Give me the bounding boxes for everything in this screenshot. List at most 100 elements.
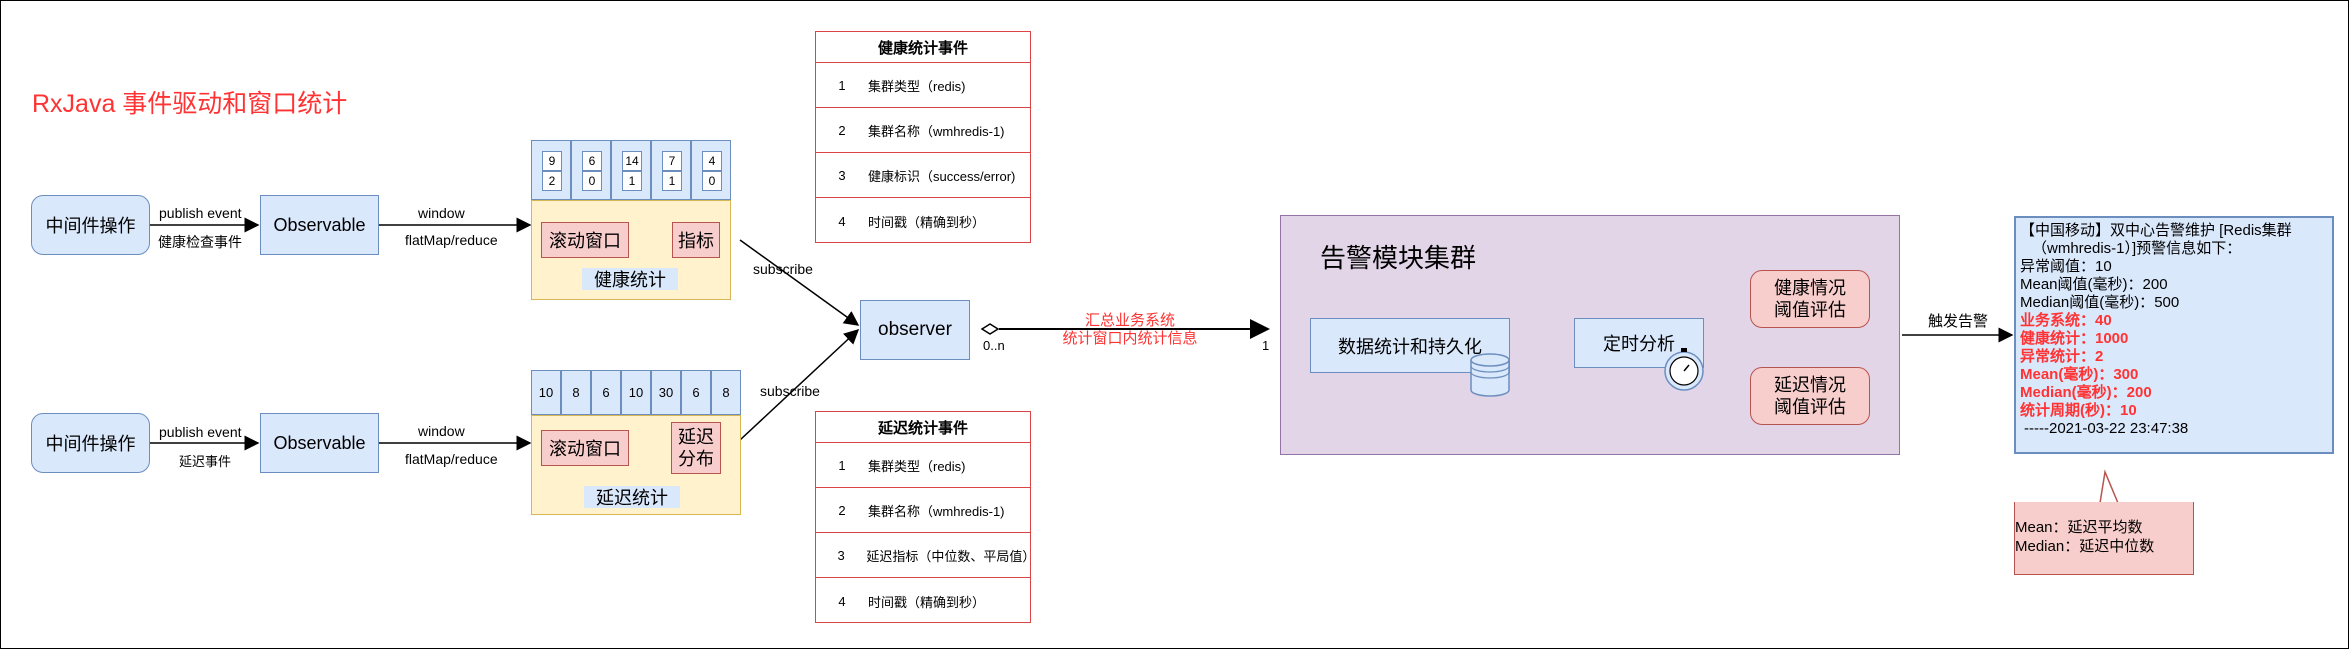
table-header: 健康统计事件: [877, 39, 968, 57]
row-desc: 时间戳（精确到秒）: [868, 214, 986, 230]
middleware-op-bottom: 中间件操作: [31, 413, 150, 473]
cell-value: 4: [702, 151, 722, 171]
alert-line: （wmhredis-1）]预警信息如下：: [2032, 240, 2242, 257]
row-index: 3: [837, 548, 845, 563]
table-row: 3 延迟指标（中位数、平局值）: [816, 532, 1036, 578]
row-desc: 集群名称（wmhredis-1): [868, 504, 1005, 519]
cluster-title: 告警模块集群: [1320, 243, 1477, 273]
alert-highlight: 业务系统：40: [2020, 312, 2112, 329]
alert-highlight: Mean(毫秒)：300: [2020, 366, 2139, 383]
row-index: 2: [838, 123, 846, 138]
edge-bot-observer: [739, 328, 860, 441]
note-line: Mean：延迟平均数: [2015, 519, 2143, 536]
cell-value: 1: [662, 171, 682, 191]
window-label-top: window: [418, 205, 465, 221]
diagram-title: RxJava 事件驱动和窗口统计: [32, 90, 348, 118]
row-desc: 集群类型（redis): [868, 459, 966, 474]
alert-highlight: 统计周期(秒)：10: [2020, 402, 2137, 419]
edge-top-observer: [739, 239, 860, 326]
legend-note: Mean：延迟平均数 Median：延迟中位数: [2014, 502, 2194, 575]
health-threshold-eval: 健康情况 阈值评估: [1750, 270, 1870, 328]
table-header: 延迟统计事件: [877, 419, 968, 437]
window-cell: 8: [561, 370, 591, 415]
window-label-bottom: window: [418, 423, 465, 439]
cell-value: 6: [582, 151, 602, 171]
multiplicity-left: 0..n: [983, 338, 1005, 353]
row-desc: 时间戳（精确到秒）: [868, 594, 986, 610]
cell-value: 14: [622, 151, 642, 171]
window-cell: 14 1: [611, 140, 651, 200]
alert-footer: -----2021-03-22 23:47:38: [2024, 420, 2189, 437]
window-cell: 6: [591, 370, 621, 415]
note-line: Median：延迟中位数: [2015, 538, 2155, 555]
row-desc: 集群类型（redis): [868, 79, 966, 94]
cell-value: 1: [622, 171, 642, 191]
multiplicity-right: 1: [1262, 338, 1270, 353]
window-cell: 7 1: [651, 140, 691, 200]
row-desc: 延迟指标（中位数、平局值）: [866, 549, 1036, 564]
alert-line: 【中国移动】双中心告警维护 [Redis集群: [2020, 222, 2292, 239]
cell-value: 7: [662, 151, 682, 171]
rolling-window-bottom: 滚动窗口: [541, 430, 629, 466]
eval-line: 延迟情况: [1774, 375, 1846, 395]
publish-label-bottom: publish event: [159, 424, 242, 440]
window-cell: 6: [681, 370, 711, 415]
table-row: 3 健康标识（success/error): [816, 152, 1030, 198]
middleware-op-top: 中间件操作: [31, 195, 150, 255]
window-cell: 30: [651, 370, 681, 415]
flatmap-label-top: flatMap/reduce: [405, 232, 498, 248]
row-index: 2: [838, 503, 846, 518]
observer-box: observer: [860, 300, 970, 360]
window-cell: 10: [531, 370, 561, 415]
table-row: 2 集群名称（wmhredis-1): [816, 487, 1030, 533]
flatmap-label-bottom: flatMap/reduce: [405, 451, 498, 467]
eval-line: 健康情况: [1774, 278, 1846, 298]
latency-stats-caption: 延迟统计: [584, 486, 680, 508]
stopwatch-icon: [1664, 348, 1704, 391]
trigger-alert-label: 触发告警: [1928, 313, 1989, 330]
subscribe-label-bottom: subscribe: [760, 383, 820, 399]
window-cell: 8: [711, 370, 741, 415]
publish-label-top: publish event: [159, 205, 242, 221]
alert-highlight: 异常统计：2: [2020, 348, 2104, 365]
cell-value: 2: [542, 171, 562, 191]
cell-value: 0: [582, 171, 602, 191]
table-row: 1 集群类型（redis): [816, 62, 1030, 108]
aggregation-diamond: [980, 323, 1000, 335]
window-cell: 6 0: [571, 140, 611, 200]
metric-line: 延迟: [678, 427, 714, 447]
metric-box-top: 指标: [672, 222, 720, 258]
association-line: 汇总业务系统: [1084, 312, 1175, 329]
alert-highlight: 健康统计：1000: [2020, 330, 2129, 347]
health-event-table: 健康统计事件 1 集群类型（redis) 2 集群名称（wmhredis-1) …: [815, 31, 1031, 243]
metric-line: 分布: [678, 449, 714, 469]
row-index: 3: [838, 168, 846, 183]
latency-threshold-eval: 延迟情况 阈值评估: [1750, 367, 1870, 425]
association-line: 统计窗口内统计信息: [1062, 330, 1198, 347]
cell-value: 0: [702, 171, 722, 191]
rolling-window-top: 滚动窗口: [541, 222, 629, 258]
association-label: 汇总业务系统 统计窗口内统计信息: [1050, 312, 1210, 348]
window-cell: 9 2: [531, 140, 571, 200]
window-cells-bottom: 10 8 6 10 30 6 8: [531, 370, 741, 415]
observable-bottom: Observable: [260, 413, 379, 473]
latency-event-table: 延迟统计事件 1 集群类型（redis) 2 集群名称（wmhredis-1) …: [815, 411, 1036, 623]
table-row: 4 时间戳（精确到秒）: [816, 197, 1030, 244]
eval-line: 阈值评估: [1774, 300, 1846, 320]
database-icon: [1470, 353, 1510, 397]
eval-line: 阈值评估: [1774, 397, 1846, 417]
observable-top: Observable: [260, 195, 379, 255]
alert-line: Mean阈值(毫秒)：200: [2020, 276, 2168, 293]
row-index: 1: [838, 78, 846, 93]
table-row: 2 集群名称（wmhredis-1): [816, 107, 1030, 153]
health-event-label: 健康检查事件: [158, 234, 242, 250]
cell-value: 9: [542, 151, 562, 171]
window-cell: 10: [621, 370, 651, 415]
alert-line: Median阈值(毫秒)：500: [2020, 294, 2180, 311]
row-desc: 健康标识（success/error): [868, 169, 1016, 184]
health-stats-caption: 健康统计: [582, 268, 678, 290]
window-cell: 4 0: [691, 140, 731, 200]
row-index: 1: [838, 458, 846, 473]
subscribe-label-top: subscribe: [753, 261, 813, 277]
